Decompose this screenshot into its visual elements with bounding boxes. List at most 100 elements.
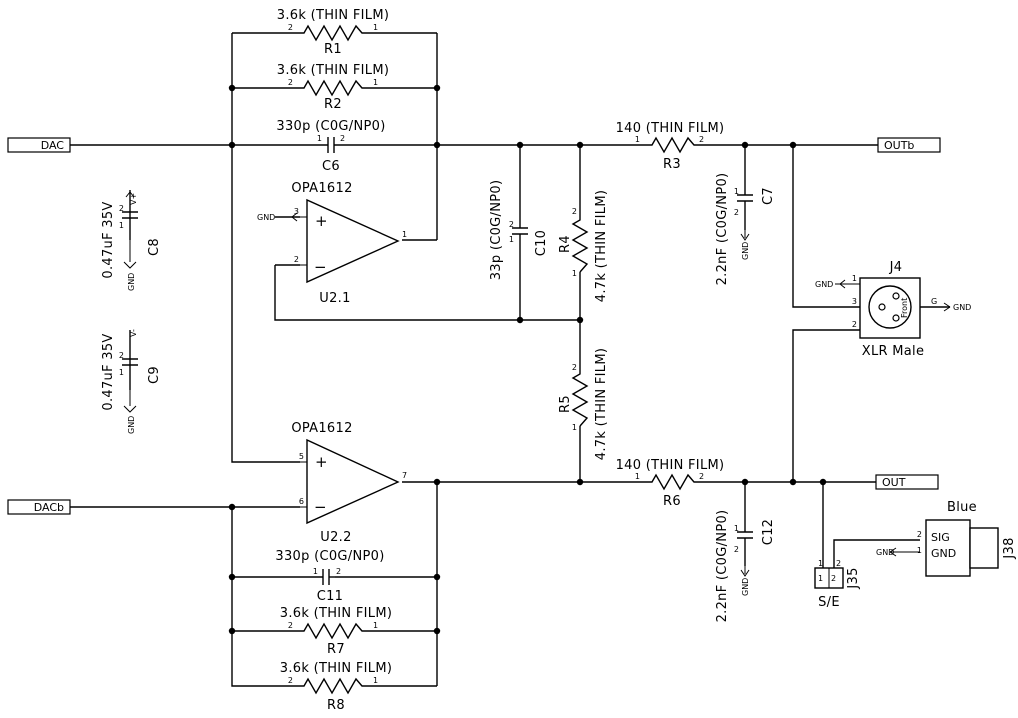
r6-value: 140 (THIN FILM) [616, 458, 725, 473]
j35-ref: J35 [846, 567, 861, 589]
resistor-r4: 2 1 R4 4.7k (THIN FILM) [558, 190, 609, 302]
svg-text:1: 1 [313, 567, 318, 576]
svg-text:GND: GND [876, 548, 894, 557]
svg-text:GND: GND [741, 578, 750, 596]
port-dac: DAC [7, 137, 71, 153]
svg-text:2: 2 [288, 23, 293, 32]
c9-value: 0.47uF 35V [101, 333, 116, 410]
svg-text:2: 2 [734, 545, 739, 554]
svg-text:2: 2 [831, 574, 836, 583]
c6-value: 330p (C0G/NP0) [276, 119, 385, 134]
svg-text:2: 2 [836, 559, 841, 568]
r3-ref: R3 [663, 157, 681, 172]
svg-text:1: 1 [373, 23, 378, 32]
c7-ref: C7 [761, 187, 776, 205]
r8-ref: R8 [327, 698, 345, 713]
j38-sig: SIG [931, 531, 950, 544]
resistor-r6: 140 (THIN FILM) R6 1 2 [616, 458, 725, 509]
svg-text:GND: GND [127, 416, 136, 434]
c8-ref: C8 [147, 238, 162, 256]
c8-value: 0.47uF 35V [101, 201, 116, 278]
c10-ref: C10 [534, 230, 549, 257]
j4-pin-g: G [931, 297, 937, 306]
svg-text:1: 1 [734, 524, 739, 533]
resistor-r2: 3.6k (THIN FILM) R2 2 1 [277, 63, 389, 112]
u22-ref: U2.2 [320, 530, 351, 545]
r2-ref: R2 [324, 97, 342, 112]
port-dac-label: DAC [41, 139, 65, 152]
gnd-c12: GND [740, 566, 750, 596]
capacitor-c12: 1 2 2.2nF (C0G/NP0) C12 [715, 510, 776, 623]
svg-text:+: + [315, 212, 328, 230]
connector-j35: 1 2 1 2 J35 S/E [814, 559, 861, 610]
svg-text:1: 1 [373, 621, 378, 630]
j4-name: XLR Male [862, 344, 925, 359]
svg-text:GND: GND [257, 213, 275, 222]
gnd-c7: GND [740, 230, 750, 260]
c9-ref: C9 [147, 366, 162, 384]
svg-text:GND: GND [953, 303, 971, 312]
u21-ref: U2.1 [319, 291, 350, 306]
svg-text:1: 1 [734, 187, 739, 196]
r7-ref: R7 [327, 642, 345, 657]
capacitor-c8: 2 1 V+ GND 0.47uF 35V C8 [101, 190, 162, 291]
svg-text:+: + [315, 453, 328, 471]
svg-text:2: 2 [699, 135, 704, 144]
svg-text:2: 2 [288, 78, 293, 87]
svg-text:2: 2 [509, 220, 514, 229]
svg-text:2: 2 [572, 207, 577, 216]
junctions [228, 84, 827, 635]
resistor-r8: 3.6k (THIN FILM) R8 2 1 [280, 661, 392, 713]
svg-text:1: 1 [818, 559, 823, 568]
svg-text:1: 1 [635, 135, 640, 144]
svg-text:2: 2 [340, 134, 345, 143]
c7-value: 2.2nF (C0G/NP0) [715, 173, 730, 286]
j4-front-label: Front [900, 298, 909, 318]
port-dacb: DACb [7, 499, 71, 515]
c12-value: 2.2nF (C0G/NP0) [715, 510, 730, 623]
j38-ref: J38 [1002, 537, 1017, 559]
r2-value: 3.6k (THIN FILM) [277, 63, 389, 78]
j38-color: Blue [947, 500, 977, 515]
svg-text:1: 1 [818, 574, 823, 583]
r5-ref: R5 [558, 395, 573, 413]
r6-ref: R6 [663, 494, 681, 509]
r3-value: 140 (THIN FILM) [616, 121, 725, 136]
c11-value: 330p (C0G/NP0) [275, 549, 384, 564]
svg-text:−: − [314, 258, 327, 276]
svg-text:1: 1 [635, 472, 640, 481]
svg-text:2: 2 [852, 320, 857, 329]
svg-text:2: 2 [734, 208, 739, 217]
svg-text:1: 1 [119, 221, 124, 230]
svg-text:GND: GND [815, 280, 833, 289]
port-out-label: OUT [882, 476, 906, 489]
svg-text:2: 2 [699, 472, 704, 481]
svg-text:2: 2 [294, 255, 299, 264]
svg-text:GND: GND [741, 242, 750, 260]
capacitor-c10: 2 1 33p (C0G/NP0) C10 [489, 180, 549, 281]
port-outb-label: OUTb [884, 139, 914, 152]
svg-text:6: 6 [299, 497, 304, 506]
svg-text:1: 1 [317, 134, 322, 143]
port-out: OUT [875, 474, 939, 490]
r4-ref: R4 [558, 235, 573, 253]
c10-value: 33p (C0G/NP0) [489, 180, 504, 281]
svg-text:1: 1 [917, 546, 922, 555]
resistor-r1: 3.6k (THIN FILM) R1 2 1 [277, 8, 389, 57]
c6-ref: C6 [322, 159, 340, 174]
j35-name: S/E [818, 595, 840, 610]
svg-text:1: 1 [402, 230, 407, 239]
svg-text:5: 5 [299, 452, 304, 461]
opamp-u2-1: + − OPA1612 U2.1 3 2 1 GND [257, 181, 407, 306]
c9-vminus-label: V- [129, 329, 138, 337]
svg-text:2: 2 [572, 363, 577, 372]
svg-text:−: − [314, 498, 327, 516]
svg-text:1: 1 [852, 274, 857, 283]
svg-text:2: 2 [119, 204, 124, 213]
u21-part: OPA1612 [291, 181, 352, 196]
svg-text:1: 1 [572, 423, 577, 432]
svg-text:7: 7 [402, 471, 407, 480]
r1-value: 3.6k (THIN FILM) [277, 8, 389, 23]
r7-value: 3.6k (THIN FILM) [280, 606, 392, 621]
